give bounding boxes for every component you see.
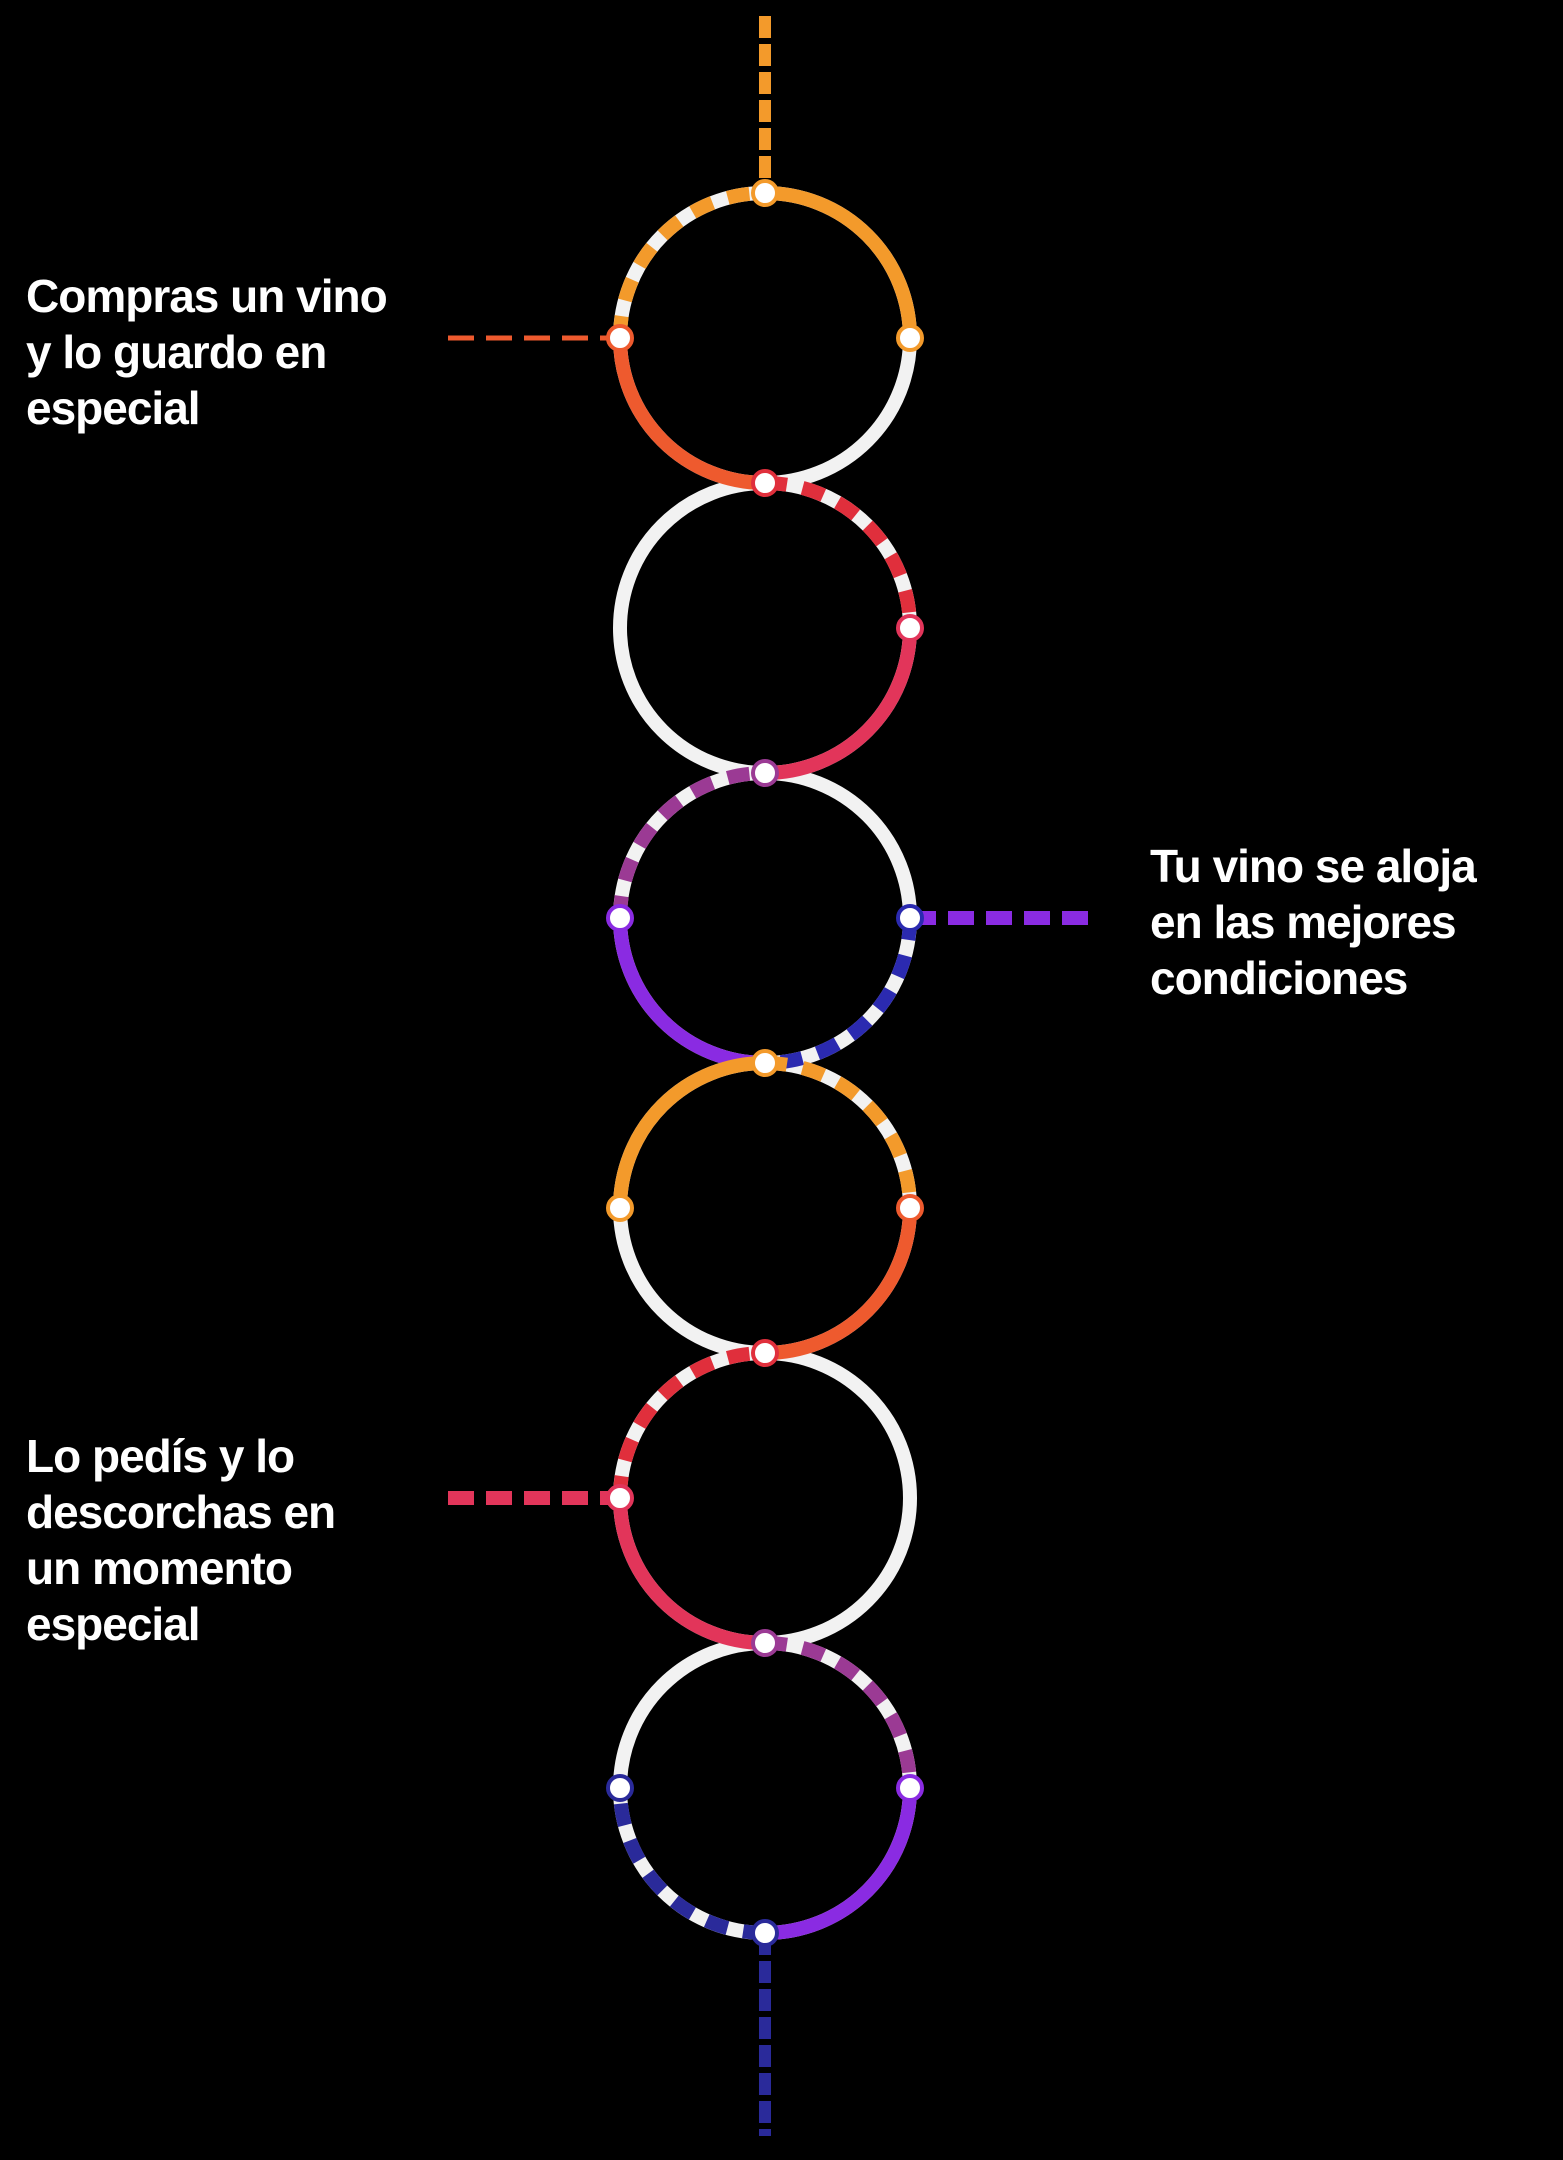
arc-segment (764, 627, 917, 780)
node-dot-icon (896, 324, 924, 352)
caption-line: descorchas en (26, 1486, 336, 1538)
arc-segment (764, 1787, 917, 1940)
node-dot-icon (896, 1194, 924, 1222)
caption-line: especial (26, 382, 201, 434)
caption-uncork-moment: Lo pedís y lo descorchas en un momento e… (26, 1428, 336, 1652)
caption-line: un momento (26, 1542, 293, 1594)
node-dot-icon (606, 904, 634, 932)
arc-segment (764, 1636, 917, 1789)
caption-line: Compras un vino (26, 270, 388, 322)
caption-line: y lo guardo en (26, 326, 327, 378)
node-dot-icon (606, 1194, 634, 1222)
arc-segment (764, 476, 917, 629)
arc-segment (764, 186, 917, 339)
node-dot-icon (896, 614, 924, 642)
node-dot-icon (606, 1484, 634, 1512)
caption-line: Tu vino se aloja (1150, 840, 1477, 892)
caption-line: en las mejores (1150, 896, 1457, 948)
node-dot-icon (896, 904, 924, 932)
arc-segment (613, 1497, 766, 1650)
node-dot-icon (751, 179, 779, 207)
arc-segment (613, 917, 766, 1070)
node-dot-icon (606, 324, 634, 352)
node-dot-icon (751, 1339, 779, 1367)
node-dot-icon (751, 759, 779, 787)
arc-segment (613, 1346, 766, 1499)
arc-segment (613, 337, 766, 490)
caption-best-conditions: Tu vino se aloja en las mejores condicio… (1150, 838, 1477, 1006)
node-dot-icon (896, 1774, 924, 1802)
arc-segment (613, 766, 766, 919)
caption-store-wine: Compras un vino y lo guardo en especial (26, 268, 388, 436)
caption-line: Lo pedís y lo (26, 1430, 295, 1482)
node-dot-icon (751, 1049, 779, 1077)
node-dot-icon (606, 1774, 634, 1802)
node-dot-icon (751, 1629, 779, 1657)
arc-segment (764, 917, 917, 1070)
arc-segment (764, 1207, 917, 1360)
node-dot-icon (751, 469, 779, 497)
node-dot-icon (751, 1919, 779, 1947)
caption-line: especial (26, 1598, 201, 1650)
arc-segment (613, 1787, 766, 1940)
arc-segment (613, 1056, 766, 1209)
caption-line: condiciones (1150, 952, 1408, 1004)
arc-segment (764, 1056, 917, 1209)
arc-segment (613, 186, 766, 339)
